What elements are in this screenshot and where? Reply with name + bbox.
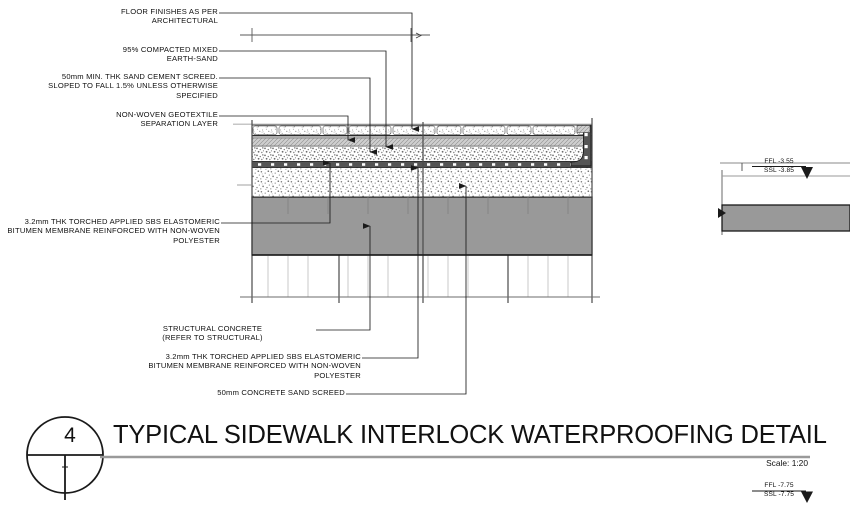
membrane-dash-marks (258, 163, 574, 166)
level-marker-lower-symbol (752, 490, 813, 503)
dimension-line-top (240, 28, 430, 42)
level-marker-upper-ssl: SSL -3.85 (764, 167, 794, 174)
level-marker-lower-ssl: SSL -7.75 (764, 491, 794, 498)
annotation-compacted-fill: 95% COMPACTED MIXED EARTH-SAND (122, 45, 218, 64)
level-marker-upper-symbol (752, 166, 813, 179)
grid-lines (251, 118, 593, 303)
level-marker-upper-ffl: FFL -3.55 (764, 158, 794, 165)
annotation-floor-finishes: FLOOR FINISHES AS PER ARCHITECTURAL (120, 7, 218, 26)
level-marker-lower-ffl: FFL -7.75 (764, 482, 794, 489)
membrane-upturn-detail (570, 125, 592, 167)
annotation-sand-cement-screed: 50mm MIN. THK SAND CEMENT SCREED. SLOPED… (48, 72, 218, 100)
layer-concrete-sand-screed (251, 166, 593, 198)
page-title: TYPICAL SIDEWALK INTERLOCK WATERPROOFING… (113, 421, 827, 449)
section-assembly (233, 118, 600, 303)
detail-number-label: 4 (64, 424, 76, 447)
layer-waterproof-membrane-lower (251, 161, 593, 168)
annotation-membrane-lower: 3.2mm THK TORCHED APPLIED SBS ELASTOMERI… (148, 352, 361, 380)
leader-lines-bottom (316, 165, 467, 395)
scale-label: Scale: 1:20 (766, 458, 808, 468)
leader-lines-top (219, 12, 420, 224)
annotation-geotextile: NON-WOVEN GEOTEXTILE SEPARATION LAYER (116, 110, 218, 129)
annotation-structural-concrete: STRUCTURAL CONCRETE (REFER TO STRUCTURAL… (162, 324, 263, 343)
title-block (26, 416, 810, 500)
right-section-upper (718, 162, 850, 235)
layer-structural-concrete (251, 196, 593, 256)
layer-geotextile (251, 137, 593, 147)
annotation-membrane-upper: 3.2mm THK TORCHED APPLIED SBS ELASTOMERI… (7, 217, 220, 245)
layer-interlock-pavers (251, 124, 593, 136)
hatch-in-slab (287, 197, 569, 214)
annotation-sand-screed: 50mm CONCRETE SAND SCREED (217, 388, 345, 397)
layer-sand-cement-screed (251, 145, 593, 162)
